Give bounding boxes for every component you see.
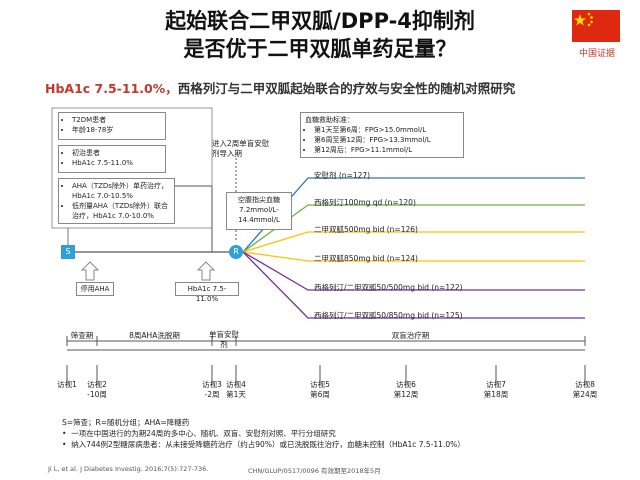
rescue-title: 血糖救助标准：: [305, 116, 354, 124]
inclusion-box-population: T2DM患者 年龄18-78岁: [58, 112, 166, 140]
arm-line: [242, 251, 585, 291]
period-screening: 筛查期: [70, 331, 94, 340]
arm-label: 西格列汀/二甲双胍50/850mg bid (n=125): [314, 311, 463, 320]
inclusion-item: 年龄18-78岁: [72, 125, 161, 135]
visit-week: -2周: [204, 390, 220, 399]
arm-label: 二甲双胍850mg bid (n=124): [314, 254, 418, 263]
arm-label: 安慰剂 (n=127): [314, 171, 371, 180]
arm-line: [242, 251, 585, 319]
inclusion-item: 初治患者: [72, 148, 161, 158]
visit-week: 第18周: [483, 390, 509, 399]
visit-week: 第1天: [226, 390, 246, 399]
arm-line: [242, 231, 585, 253]
inclusion-item: 低剂量AHA（TZDs除外）联合治疗，HbA1c 7.0-10.0%: [72, 201, 170, 221]
study-note-text: 一项在中国进行的为期24周的多中心、随机、双盲、安慰剂对照、平行分组研究: [71, 429, 336, 438]
visit-name: 访视4: [226, 380, 246, 389]
visit-name: 访视6: [396, 380, 416, 389]
placebo-runin-label: 进入2周单盲安慰剂导入期: [212, 139, 270, 158]
arm-label: 西格列汀100mg qd (n=120): [314, 198, 416, 207]
rescue-item: 第1天至第6周：FPG>15.0mmol/L: [314, 125, 459, 135]
abbreviations-note: S=筛查；R=随机分组；AHA=降糖药: [62, 418, 190, 427]
page-title-line2: 是否优于二甲双胍单药足量？: [183, 37, 457, 61]
inclusion-item: HbA1c 7.5-11.0%: [72, 158, 161, 168]
subtitle-text: 西格列汀与二甲双胍起始联合的疗效与安全性的随机对照研究: [177, 81, 516, 96]
visit-name: 访视1: [57, 380, 77, 389]
subtitle-hba1c: HbA1c 7.5-11.0%，: [45, 81, 178, 96]
arm-label: 西格列汀/二甲双胍50/500mg bid (n=122): [314, 283, 463, 292]
visit-week: 第12周: [393, 390, 419, 399]
arm-label: 二甲双胍500mg bid (n=126): [314, 225, 418, 234]
document-code: CHN/GLUP/0517/0096 有效期至2018年5月: [248, 467, 381, 475]
visit-name: 访视7: [486, 380, 506, 389]
visit-week: 第24周: [572, 390, 598, 399]
screening-marker: S: [61, 245, 75, 259]
stop-aha-box: 停用AHA: [76, 282, 114, 296]
randomization-marker: R: [229, 245, 243, 259]
visit-name: 访视3: [202, 380, 222, 389]
arm-line: [242, 204, 585, 253]
study-note-1: • 一项在中国进行的为期24周的多中心、随机、双盲、安慰剂对照、平行分组研究: [62, 429, 336, 438]
visit-name: 访视5: [310, 380, 330, 389]
hba1c-criteria-box: HbA1c 7.5-11.0%: [175, 282, 239, 303]
inclusion-item: T2DM患者: [72, 115, 161, 125]
rescue-criteria-box: 血糖救助标准： 第1天至第6周：FPG>15.0mmol/L 第6周至第12周：…: [300, 112, 464, 158]
fpg-criteria-box: 空腹指尖血糖 7.2mmol/L- 14.4mmol/L: [226, 192, 292, 230]
period-washout: 8周AHA洗脱期: [129, 331, 180, 340]
visit-label: 访视1: [47, 380, 87, 390]
period-single-blind: 单盲安慰剂: [209, 330, 239, 349]
study-note-2: • 纳入744例2型糖尿病患者：从未接受降糖药治疗（约占90%）或已洗脱既往治疗…: [62, 440, 465, 449]
citation: Ji L, et al. J Diabetes Investig. 2016;7…: [48, 465, 209, 473]
study-subtitle: HbA1c 7.5-11.0%，西格列汀与二甲双胍起始联合的疗效与安全性的随机对…: [45, 78, 515, 97]
period-double-blind: 双盲治疗期: [391, 331, 430, 340]
visit-name: 访视8: [575, 380, 595, 389]
visit-label: 访视2-10周: [77, 380, 117, 400]
china-flag-icon: [572, 10, 620, 42]
page-title-line1: 起始联合二甲双胍/DPP-4抑制剂: [165, 9, 475, 33]
inclusion-item: AHA（TZDs除外）单药治疗，HbA1c 7.0-10.5%: [72, 181, 170, 201]
visit-week: -10周: [87, 390, 107, 399]
flag-caption: 中国证据: [578, 49, 615, 59]
visit-label: 访视3-2周: [192, 380, 232, 400]
rescue-item: 第6周至第12周：FPG>13.3mmol/L: [314, 135, 459, 145]
inclusion-box-aha: AHA（TZDs除外）单药治疗，HbA1c 7.0-10.5% 低剂量AHA（T…: [58, 178, 175, 224]
inclusion-box-naive: 初治患者 HbA1c 7.5-11.0%: [58, 145, 166, 173]
visit-week: 第6周: [310, 390, 330, 399]
rescue-item: 第12周后：FPG>11.1mmol/L: [314, 145, 459, 155]
arm-line: [242, 251, 585, 262]
study-note-text: 纳入744例2型糖尿病患者：从未接受降糖药治疗（约占90%）或已洗脱既往治疗，血…: [71, 440, 465, 449]
visit-name: 访视2: [87, 380, 107, 389]
